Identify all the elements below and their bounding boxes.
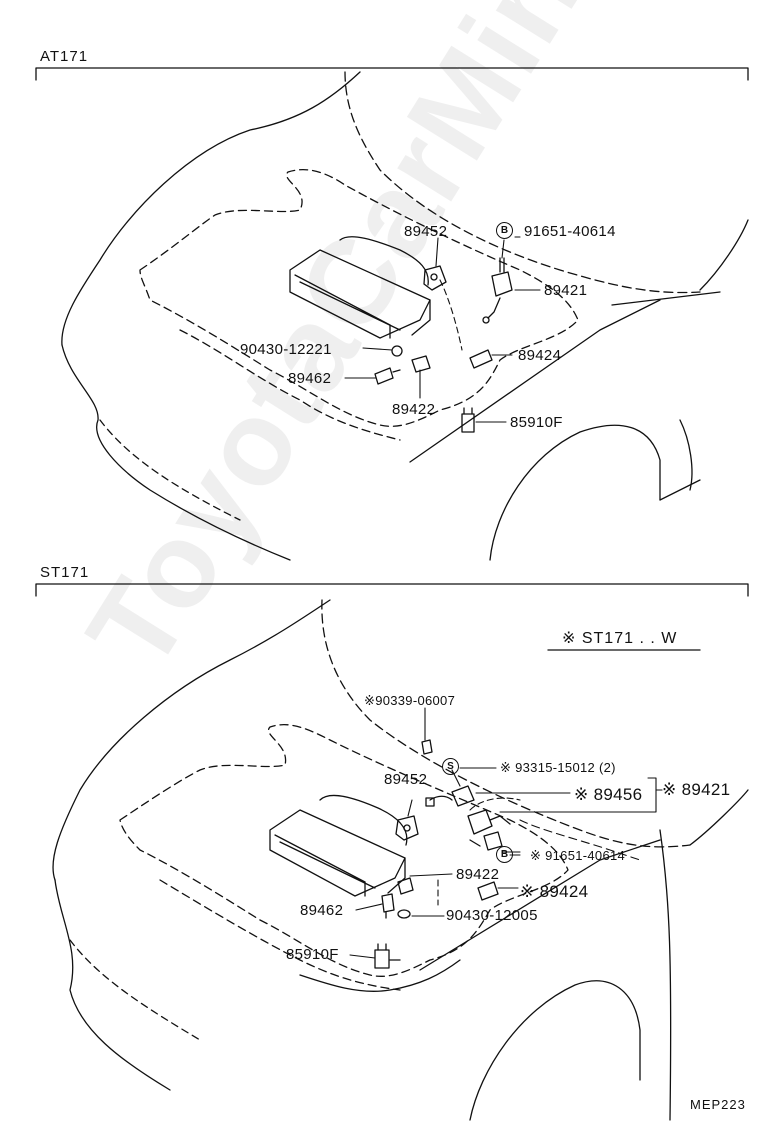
variant-note: ※ ST171 . . W (562, 630, 678, 647)
bottom-engine-block (269, 794, 408, 897)
label-89424-bottom: ※ 89424 (520, 882, 589, 901)
label-90430-12005: 90430-12005 (446, 907, 538, 924)
label-89452-bottom: 89452 (384, 771, 428, 788)
label-89422-top: 89422 (392, 401, 436, 418)
label-93315-15012: ※ 93315-15012 (2) (500, 760, 616, 775)
label-90339-06007: ※90339-06007 (364, 693, 456, 708)
bottom-car-body-outline (52, 599, 749, 1121)
section-title-st171: ST171 (40, 564, 90, 581)
s-circle-mark: S (442, 758, 459, 775)
b-circle-mark-top: B (496, 222, 513, 239)
label-91651-40614-top: 91651-40614 (524, 223, 616, 240)
section-title-at171: AT171 (40, 48, 89, 65)
label-89462-bottom: 89462 (300, 902, 344, 919)
label-85910F-top: 85910F (510, 414, 563, 431)
label-89462-top: 89462 (288, 370, 332, 387)
top-car-body-outline (61, 71, 749, 561)
label-91651-40614-bottom: ※ 91651-40614 (530, 848, 626, 863)
label-89422-bottom: 89422 (456, 866, 500, 883)
label-85910F-bottom: 85910F (286, 946, 339, 963)
label-89421-bottom: ※ 89421 (662, 780, 731, 799)
b-circle-mark-bottom: B (496, 846, 513, 863)
label-89421-top: 89421 (544, 282, 588, 299)
top-section-frame (35, 67, 749, 81)
label-90430-12221-top: 90430-12221 (240, 341, 332, 358)
top-engine-block (289, 236, 431, 339)
top-parts-glyphs (374, 257, 513, 433)
label-89424-top: 89424 (518, 347, 562, 364)
bottom-leader-lines (349, 707, 663, 959)
bottom-section-frame (35, 583, 749, 651)
top-leader-lines (344, 236, 541, 423)
label-89456: ※ 89456 (574, 785, 643, 804)
page-code: MEP223 (690, 1097, 746, 1112)
label-89452-top: 89452 (404, 223, 448, 240)
